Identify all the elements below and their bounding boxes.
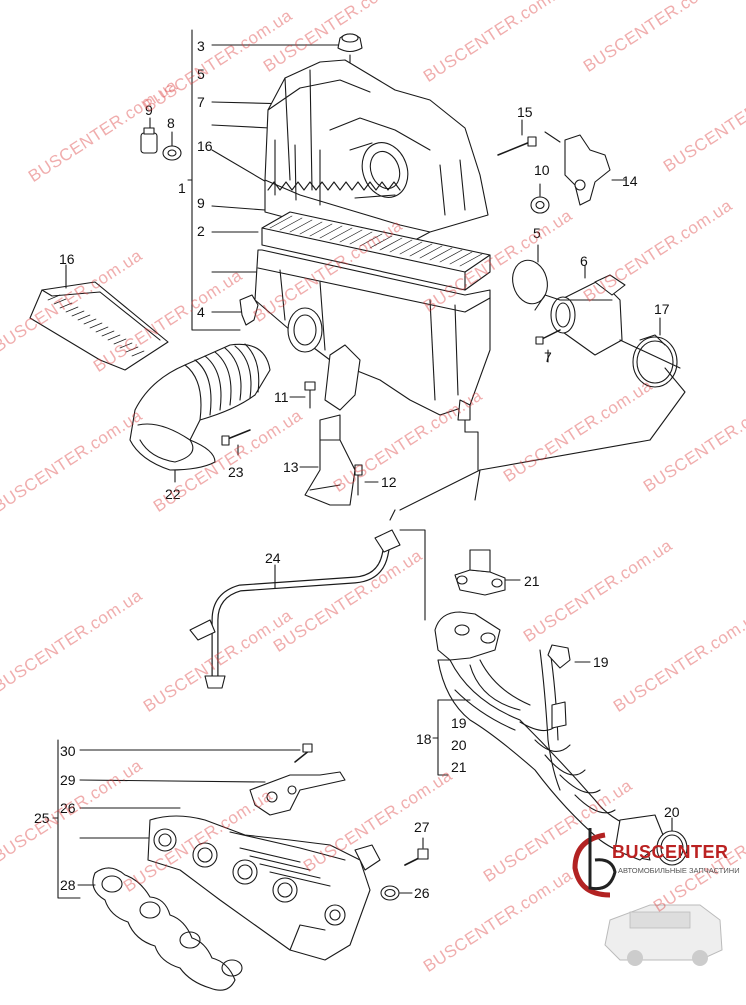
callout-15: 15 [517, 104, 533, 120]
logo-name: BUSCENTER [612, 842, 729, 862]
callout-19-group: 19 [451, 715, 467, 731]
bracket-group-18 [432, 699, 471, 776]
part-28-gasket [77, 867, 243, 991]
callout-18: 18 [416, 731, 432, 747]
callout-7: 7 [197, 94, 205, 110]
filter-element [261, 211, 491, 291]
part-29-bracket [249, 771, 346, 816]
callout-12: 12 [381, 474, 397, 490]
buscenter-logo-mark [572, 828, 723, 966]
callout-2: 2 [197, 223, 205, 239]
callout-9: 9 [197, 195, 205, 211]
callout-17: 17 [654, 301, 670, 317]
callout-1: 1 [178, 180, 186, 196]
callout-26: 26 [414, 885, 430, 901]
callout-28: 28 [60, 877, 76, 893]
parts-10-14-15-sensor [497, 119, 626, 214]
air-filter-lower-housing [254, 249, 491, 471]
callout-11: 11 [274, 389, 289, 405]
parts-11-12-13 [289, 381, 379, 506]
parts-5-6-7-flowmeter [512, 244, 626, 363]
parts-8-9-fittings [140, 117, 182, 161]
callout-27: 27 [414, 819, 430, 835]
callout-21-group: 21 [451, 759, 467, 775]
callout-19: 19 [593, 654, 609, 670]
callout-7-bolt: 7 [544, 349, 552, 365]
part-24-pipe [189, 509, 401, 689]
callout-24: 24 [265, 550, 281, 566]
bracket-group-25 [52, 739, 301, 899]
callout-13: 13 [283, 459, 299, 475]
callout-16-filter: 16 [59, 251, 75, 267]
callout-9-top: 9 [145, 102, 153, 118]
callout-8: 8 [167, 115, 175, 131]
callout-4: 4 [197, 304, 205, 320]
callout-21: 21 [524, 573, 540, 589]
callout-5-ring: 5 [533, 225, 541, 241]
callout-22: 22 [165, 486, 181, 502]
part-23-bolt [221, 429, 251, 456]
callout-20: 20 [664, 804, 680, 820]
part-18-charge-hose [434, 549, 688, 866]
callout-23: 23 [228, 464, 244, 480]
callout-5: 5 [197, 66, 205, 82]
part-16-filter-insert [29, 264, 169, 371]
logo-tagline: АВТОМОБИЛЬНЫЕ ЗАПЧАСТИНИ [618, 866, 740, 875]
part-22-intake-hose [129, 343, 271, 483]
intake-manifold [147, 815, 381, 961]
part-30-bolt [294, 743, 313, 763]
callout-16: 16 [197, 138, 213, 154]
connector-lines [399, 469, 481, 621]
bracket-group-1 [187, 29, 341, 331]
callout-3: 3 [197, 38, 205, 54]
callout-14: 14 [622, 173, 638, 189]
part-4-clip [211, 294, 259, 326]
parts-26-27 [380, 837, 429, 901]
callout-20-group: 20 [451, 737, 467, 753]
callout-30: 30 [60, 743, 76, 759]
callout-6: 6 [580, 253, 588, 269]
callout-25: 25 [34, 810, 50, 826]
air-filter-lid [264, 59, 489, 249]
callout-26-group: 26 [60, 800, 76, 816]
callout-29: 29 [60, 772, 76, 788]
callout-10: 10 [534, 162, 550, 178]
